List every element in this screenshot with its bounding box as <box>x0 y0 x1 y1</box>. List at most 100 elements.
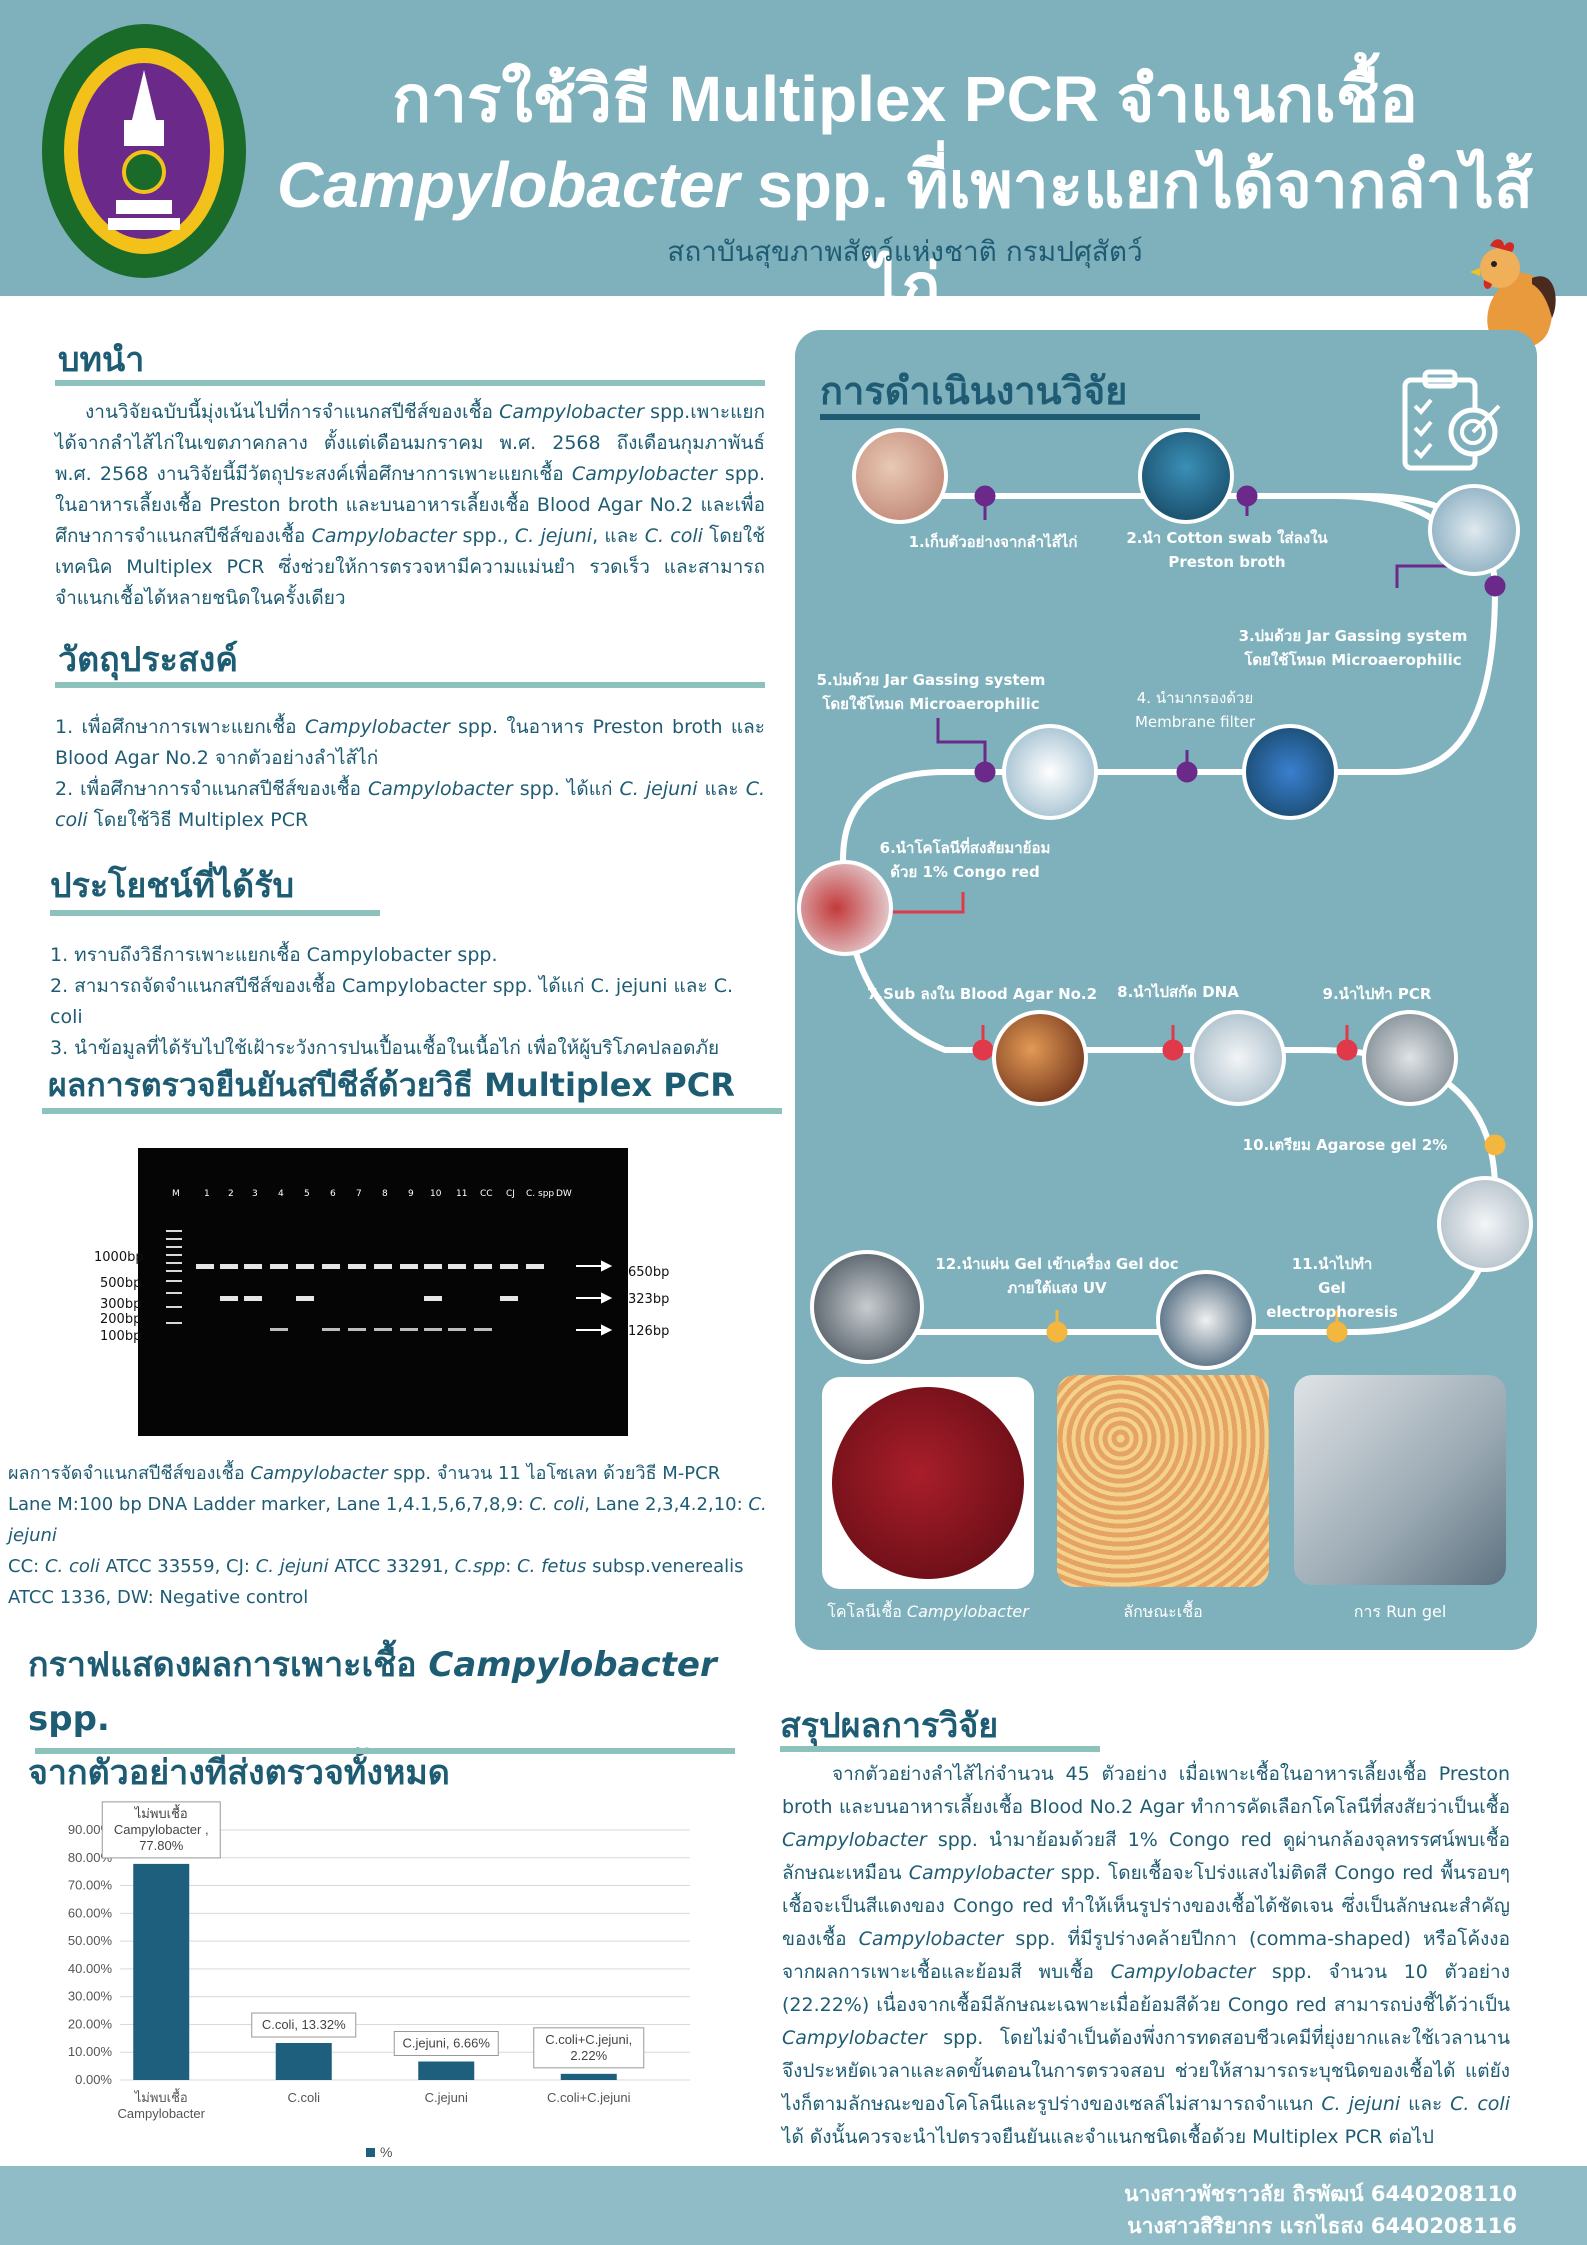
y-tick-label: 80.00% <box>68 1850 113 1865</box>
x-tick-label: Campylobacter <box>118 2106 206 2121</box>
data-label-box <box>533 2027 645 2069</box>
conclusion-heading: สรุปผลการวิจัย <box>780 1706 999 1746</box>
intro-heading: บทนำ <box>58 340 145 380</box>
y-tick-label: 30.00% <box>68 1989 113 2004</box>
conclusion-rule <box>780 1746 1100 1752</box>
lane-label: 11 <box>456 1189 467 1199</box>
objective-2: 2. เพื่อศึกษาการจำแนกสปีชีส์ของเชื้อ Cam… <box>55 778 765 831</box>
pcr-rule <box>42 1108 782 1114</box>
author-2: นางสาวสิริยากร แรกไธสง 6440208116 <box>1127 2214 1517 2238</box>
lane-label: DW <box>556 1189 572 1199</box>
lane-label: 7 <box>356 1189 362 1199</box>
ladder-label: 1000bp <box>94 1250 144 1265</box>
bar <box>560 2073 617 2080</box>
y-tick-label: 0.00% <box>75 2072 112 2087</box>
data-label: 77.80% <box>139 1838 184 1853</box>
step-label: 1.เก็บตัวอย่างจากลำไส้ไก่ <box>908 533 1078 551</box>
lane-label: CC <box>480 1189 493 1199</box>
data-label: Campylobacter , <box>114 1822 209 1837</box>
step4-filter-photo <box>1242 724 1338 820</box>
y-tick-label: 10.00% <box>68 2044 113 2059</box>
university-seal-logo <box>42 24 246 278</box>
institute-subtitle: สถาบันสุขภาพสัตว์แห่งชาติ กรมปศุสัตว์ <box>667 235 1143 268</box>
benefits-rule <box>50 910 380 916</box>
ladder-label: 500bp <box>100 1276 142 1291</box>
bacteria-morphology-photo <box>1057 1375 1269 1587</box>
colony-photo <box>822 1377 1034 1589</box>
y-tick-label: 90.00% <box>68 1822 113 1837</box>
gel-bands: M 1 2 3 4 5 6 7 8 9 10 11 CC CJ C. spp D… <box>166 1189 613 1336</box>
y-tick-label: 70.00% <box>68 1878 113 1893</box>
band-label: 126bp <box>628 1324 670 1339</box>
lane-label: M <box>172 1189 180 1199</box>
step-label: 10.เตรียม Agarose gel 2% <box>1242 1136 1448 1154</box>
data-label: 2.22% <box>570 2048 607 2063</box>
step-label: 9.นำไปทำ PCR <box>1322 985 1432 1003</box>
step11-electrophoresis-photo <box>1156 1270 1256 1370</box>
band-label: 650bp <box>628 1265 670 1280</box>
data-label: ไม่พบเชื้อ <box>134 1804 188 1821</box>
y-tick-label: 60.00% <box>68 1905 113 1920</box>
graph-rule <box>35 1748 735 1754</box>
step9-pcr-photo <box>1362 1010 1458 1106</box>
step-label: 6.นำโคโลนีที่สงสัยมาย้อมด้วย 1% Congo re… <box>879 839 1051 881</box>
lane-label: C. spp <box>526 1189 554 1199</box>
lane-label: 5 <box>304 1189 310 1199</box>
objective-1: 1. เพื่อศึกษาการเพาะแยกเชื้อ Campylobact… <box>55 716 766 769</box>
graph-heading: กราฟแสดงผลการเพาะเชื้อ Campylobacter spp… <box>28 1645 717 1793</box>
data-label-box <box>393 2031 499 2056</box>
y-tick-label: 40.00% <box>68 1961 113 1976</box>
benefit-item: 1. ทราบถึงวิธีการเพาะแยกเชื้อ Campylobac… <box>50 944 498 966</box>
lane-label: 6 <box>330 1189 336 1199</box>
bar <box>275 2043 332 2080</box>
x-tick-label: C.jejuni <box>425 2090 468 2105</box>
author-1: นางสาวพัชราวลัย ถิรพัฒน์ 6440208110 <box>1124 2182 1517 2206</box>
run-gel-photo <box>1294 1375 1506 1585</box>
culture-result-bar-chart: 0.00% 10.00% 20.00% 30.00% 40.00% 50.00% 60.00… <box>68 1801 690 2160</box>
lane-label: 8 <box>382 1189 388 1199</box>
lane-label: 1 <box>204 1189 210 1199</box>
step5-jar-photo <box>1002 724 1098 820</box>
step1-sample-photo <box>852 428 948 524</box>
conclusion-text: จากตัวอย่างลำไส้ไก่จำนวน 45 ตัวอย่าง เมื… <box>782 1763 1510 2148</box>
data-label: C.coli+C.jejuni, <box>545 2032 632 2047</box>
lane-label: CJ <box>506 1189 515 1199</box>
data-label: C.coli, 13.32% <box>262 2017 346 2032</box>
pcr-heading: ผลการตรวจยืนยันสปีชีส์ด้วยวิธี Multiplex… <box>48 1066 735 1104</box>
poster-title-line1: การใช้วิธี Multiplex PCR จำแนกเชื้อ <box>392 63 1418 135</box>
y-tick-label: 20.00% <box>68 2016 113 2031</box>
intro-text: งานวิจัยฉบับนี้มุ่งเน้นไปที่การจำแนกสปีช… <box>55 401 766 609</box>
lane-label: 9 <box>408 1189 414 1199</box>
step10-gel-photo <box>1437 1176 1533 1272</box>
y-tick-label: 50.00% <box>68 1933 113 1948</box>
step-label: 8.นำไปสกัด DNA <box>1117 983 1239 1001</box>
pcr-caption: ผลการจัดจำแนกสปีชีส์ของเชื้อ Campylobact… <box>8 1463 767 1608</box>
benefits-heading: ประโยชน์ที่ได้รับ <box>50 866 295 906</box>
footer-bar: นางสาวพัชราวลัย ถิรพัฒน์ 6440208110 นางส… <box>0 2166 1587 2245</box>
step2-swab-photo <box>1138 428 1234 524</box>
legend-swatch <box>366 2148 375 2157</box>
step8-dna-photo <box>1190 1010 1286 1106</box>
step12-geldoc-photo <box>810 1250 924 1364</box>
clipboard-target-icon <box>1402 369 1501 471</box>
ladder-label: 300bp <box>100 1297 142 1312</box>
benefit-item: 3. นำข้อมูลที่ได้รับไปใช้เฝ้าระวังการปนเ… <box>50 1037 720 1059</box>
process-rule <box>820 414 1200 420</box>
objectives-rule <box>55 682 765 688</box>
objectives-heading: วัตถุประสงค์ <box>58 640 238 680</box>
x-tick-label: ไม่พบเชื้อ <box>134 2088 188 2105</box>
band-label: 323bp <box>628 1292 670 1307</box>
step7-agar-photo <box>992 1010 1088 1106</box>
intro-rule <box>55 380 765 386</box>
colony-caption: โคโลนีเชื้อ Campylobacter <box>827 1602 1029 1621</box>
lane-label: 10 <box>430 1189 442 1199</box>
lane-label: 4 <box>278 1189 284 1199</box>
ladder-label: 100bp <box>100 1329 142 1344</box>
step6-congo-photo <box>797 860 893 956</box>
bar <box>418 2061 475 2080</box>
